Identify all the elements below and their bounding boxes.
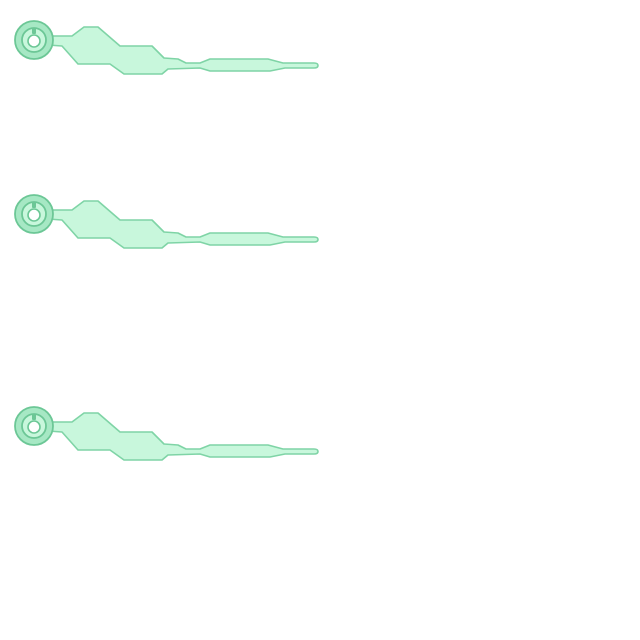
hub <box>14 406 54 446</box>
clock-hand-icon <box>14 406 319 461</box>
hub <box>14 20 54 60</box>
hub <box>14 194 54 234</box>
hand-shape <box>47 412 319 461</box>
hand-shape <box>47 200 319 249</box>
clock-hand-icon <box>14 20 319 75</box>
hand-shape <box>47 26 319 75</box>
clock-hand-icon <box>14 194 319 249</box>
